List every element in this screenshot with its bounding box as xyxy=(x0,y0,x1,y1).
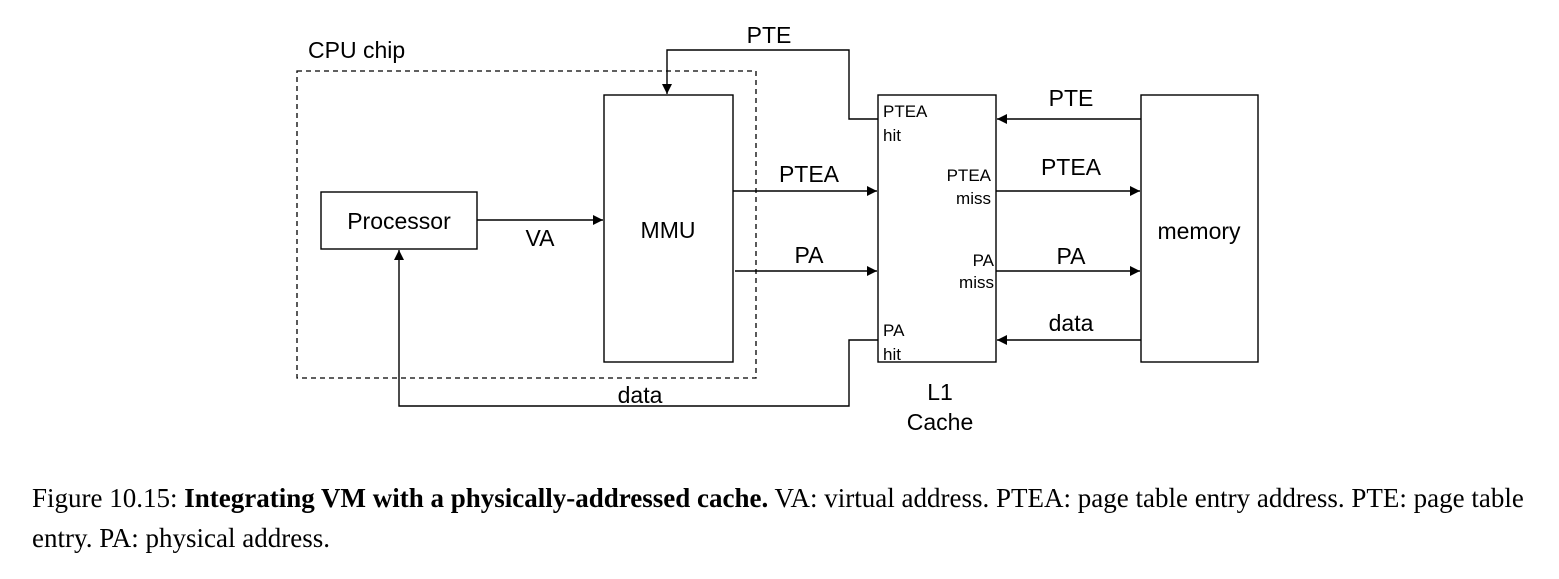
vm-cache-diagram: CPU chip Processor MMU L1 Cache memory P… xyxy=(296,22,1259,435)
edge-pte-memory-label: PTE xyxy=(1049,85,1094,111)
edge-ptea-miss-label: PTEA xyxy=(1041,154,1102,180)
l1-cache-label-line2: Cache xyxy=(907,409,973,435)
figure-caption: Figure 10.15: Integrating VM with a phys… xyxy=(32,478,1532,558)
mmu-box xyxy=(603,94,734,363)
edge-va-label: VA xyxy=(526,225,556,251)
port-pa-miss-2: miss xyxy=(959,273,994,292)
port-ptea-hit-2: hit xyxy=(883,126,901,145)
edge-pa-label: PA xyxy=(795,242,825,268)
l1-cache-box xyxy=(877,94,997,363)
mmu-label: MMU xyxy=(641,217,696,243)
memory-label: memory xyxy=(1157,218,1241,244)
port-ptea-miss-2: miss xyxy=(956,189,991,208)
edge-data-hit-label: data xyxy=(618,382,663,408)
port-pa-miss-1: PA xyxy=(973,251,995,270)
port-pa-hit-2: hit xyxy=(883,345,901,364)
edge-pte-hit-label: PTE xyxy=(747,22,792,48)
cpu-chip-boundary xyxy=(296,70,757,379)
edge-pte-hit xyxy=(662,49,878,120)
l1-cache-label-line1: L1 xyxy=(927,379,953,405)
cpu-chip-label: CPU chip xyxy=(308,37,405,63)
caption-text: VA: virtual address. PTEA: page table en… xyxy=(32,483,1524,553)
memory-box xyxy=(1140,94,1259,363)
port-ptea-miss-1: PTEA xyxy=(947,166,992,185)
caption-number: Figure 10.15: xyxy=(32,483,185,513)
port-pa-hit-1: PA xyxy=(883,321,905,340)
processor-label: Processor xyxy=(347,208,451,234)
edge-data-hit xyxy=(394,250,878,407)
port-ptea-hit-1: PTEA xyxy=(883,102,928,121)
edge-data-memory-label: data xyxy=(1049,310,1094,336)
edge-ptea-label: PTEA xyxy=(779,161,840,187)
edge-pa-miss-label: PA xyxy=(1057,243,1087,269)
caption-title: Integrating VM with a physically-address… xyxy=(184,483,769,513)
